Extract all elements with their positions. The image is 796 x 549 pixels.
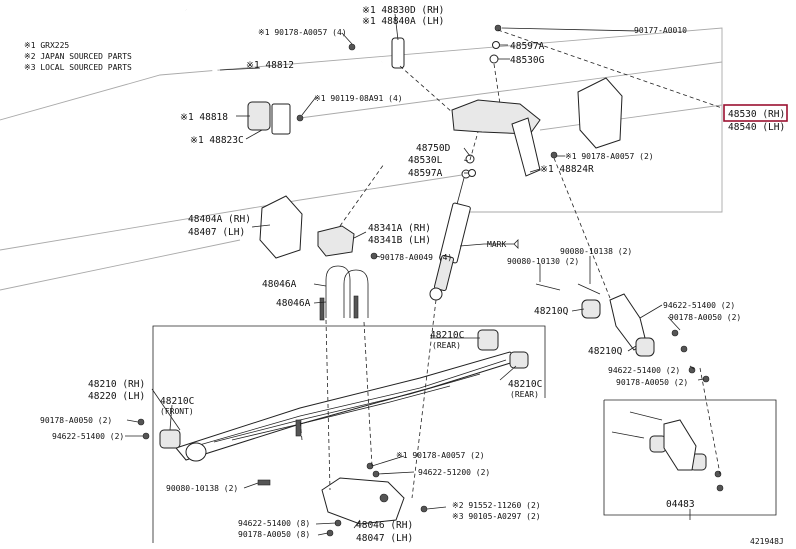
callout-labels: ※1 48830D (RH) ※1 48840A (LH) ※1 90178-A…	[40, 5, 785, 546]
callout-48540-lh[interactable]: 48540 (LH)	[728, 122, 785, 133]
callout-90080-10138-b[interactable]: 90080-10138 (2)	[166, 484, 238, 493]
diagram-id: 421948J	[750, 537, 784, 546]
legend-1: ※1 GRX225	[24, 41, 69, 50]
callout-48407[interactable]: 48407 (LH)	[188, 227, 245, 238]
callout-90178-a0057-4[interactable]: ※1 90178-A0057 (4)	[258, 28, 347, 37]
dashed-leader-lines	[299, 29, 723, 499]
callout-48824r[interactable]: ※1 48824R	[540, 164, 594, 175]
callout-48046a-1[interactable]: 48046A	[262, 279, 297, 290]
callout-90177-a0010[interactable]: 90177-A0010	[634, 26, 687, 35]
callout-94622-51400-r1[interactable]: 94622-51400 (2)	[663, 301, 735, 310]
callout-mark: MARK	[487, 240, 506, 249]
callout-90105-a0297[interactable]: ※3 90105-A0297 (2)	[452, 512, 541, 521]
callout-90080-10130[interactable]: 90080-10130 (2)	[507, 257, 579, 266]
callout-48220-lh[interactable]: 48220 (LH)	[88, 391, 145, 402]
front-bushing-part	[159, 429, 181, 449]
callout-48210q-1[interactable]: 48210Q	[534, 306, 569, 317]
callout-rear-2: (REAR)	[510, 390, 539, 399]
callout-94622-51200[interactable]: 94622-51200 (2)	[418, 468, 490, 477]
callout-48840a[interactable]: ※1 48840A (LH)	[362, 16, 444, 27]
callout-94622-51400-l[interactable]: 94622-51400 (2)	[52, 432, 124, 441]
callout-48210c-rear-1[interactable]: 48210C	[430, 330, 464, 341]
rear-spring-hanger-part	[577, 77, 623, 149]
callout-48750d[interactable]: 48750D	[416, 143, 451, 154]
legend: ※1 GRX225 ※2 JAPAN SOURCED PARTS ※3 LOCA…	[24, 41, 132, 72]
callout-48823c[interactable]: ※1 48823C	[190, 135, 244, 146]
stabilizer-bracket-part	[271, 103, 291, 135]
callout-48404a[interactable]: 48404A (RH)	[188, 214, 251, 225]
callout-48530l[interactable]: 48530L	[408, 155, 443, 166]
callout-48812[interactable]: ※1 48812	[246, 60, 294, 71]
callout-48046a-2[interactable]: 48046A	[276, 298, 311, 309]
callout-48818[interactable]: ※1 48818	[180, 112, 228, 123]
kit-04483-parts	[611, 411, 707, 471]
callout-48341b[interactable]: 48341B (LH)	[368, 235, 431, 246]
callout-94622-51400-8[interactable]: 94622-51400 (8)	[238, 519, 310, 528]
shackle-48824r-part	[511, 117, 541, 177]
callout-48210c-front[interactable]: 48210C	[160, 396, 194, 407]
callout-90178-a0057-2-b[interactable]: ※1 90178-A0057 (2)	[396, 451, 485, 460]
shackle-assembly	[535, 283, 655, 357]
callout-90178-a0050-r2[interactable]: 90178-A0050 (2)	[616, 378, 688, 387]
stabilizer-bushing-part	[247, 101, 271, 131]
frame-outline	[0, 27, 777, 543]
callout-90178-a0050-8[interactable]: 90178-A0050 (8)	[238, 530, 310, 539]
callout-48830d[interactable]: ※1 48830D (RH)	[362, 5, 444, 16]
leaf-spring	[159, 295, 529, 462]
callout-48530-rh[interactable]: 48530 (RH)	[728, 109, 785, 120]
callout-front: (FRONT)	[160, 407, 194, 416]
callout-90080-10138-r[interactable]: 90080-10138 (2)	[560, 247, 632, 256]
shock-absorber	[429, 169, 471, 301]
callout-48210c-rear-2[interactable]: 48210C	[508, 379, 542, 390]
callout-94622-51400-r2[interactable]: 94622-51400 (2)	[608, 366, 680, 375]
legend-3: ※3 LOCAL SOURCED PARTS	[24, 63, 132, 72]
u-bolts	[325, 265, 369, 318]
bump-stopper-48341a-part	[317, 225, 355, 257]
callout-90178-a0050-l[interactable]: 90178-A0050 (2)	[40, 416, 112, 425]
callout-48047-lh[interactable]: 48047 (LH)	[356, 533, 413, 544]
callout-90178-a0050-r1[interactable]: 90178-A0050 (2)	[669, 313, 741, 322]
spring-seat	[321, 477, 405, 525]
legend-2: ※2 JAPAN SOURCED PARTS	[24, 52, 132, 61]
callout-90178-a0057-2-right[interactable]: ※1 90178-A0057 (2)	[565, 152, 654, 161]
spring-bracket-48404a-part	[259, 195, 303, 259]
callout-48210-rh[interactable]: 48210 (RH)	[88, 379, 145, 390]
callout-91552-11260[interactable]: ※2 91552-11260 (2)	[452, 501, 541, 510]
callout-48210q-2[interactable]: 48210Q	[588, 346, 623, 357]
callout-48597a-top[interactable]: 48597A	[510, 41, 545, 52]
callout-48597a-mid[interactable]: 48597A	[408, 168, 443, 179]
leader-lines	[125, 13, 705, 536]
frame-brackets	[259, 77, 623, 259]
highlight-box-48530	[723, 104, 788, 122]
callout-48341a[interactable]: 48341A (RH)	[368, 223, 431, 234]
stabilizer-link-part	[391, 37, 405, 69]
callout-48046-rh[interactable]: 48046 (RH)	[356, 520, 413, 531]
callout-rear-1: (REAR)	[432, 341, 461, 350]
callout-04483[interactable]: 04483	[666, 499, 695, 510]
rear-bushing-part	[477, 329, 499, 351]
callout-90178-a0049[interactable]: 90178-A0049 (4)	[380, 253, 452, 262]
callout-90119-08a91[interactable]: ※1 90119-08A91 (4)	[314, 94, 403, 103]
callout-48530g[interactable]: 48530G	[510, 55, 545, 66]
